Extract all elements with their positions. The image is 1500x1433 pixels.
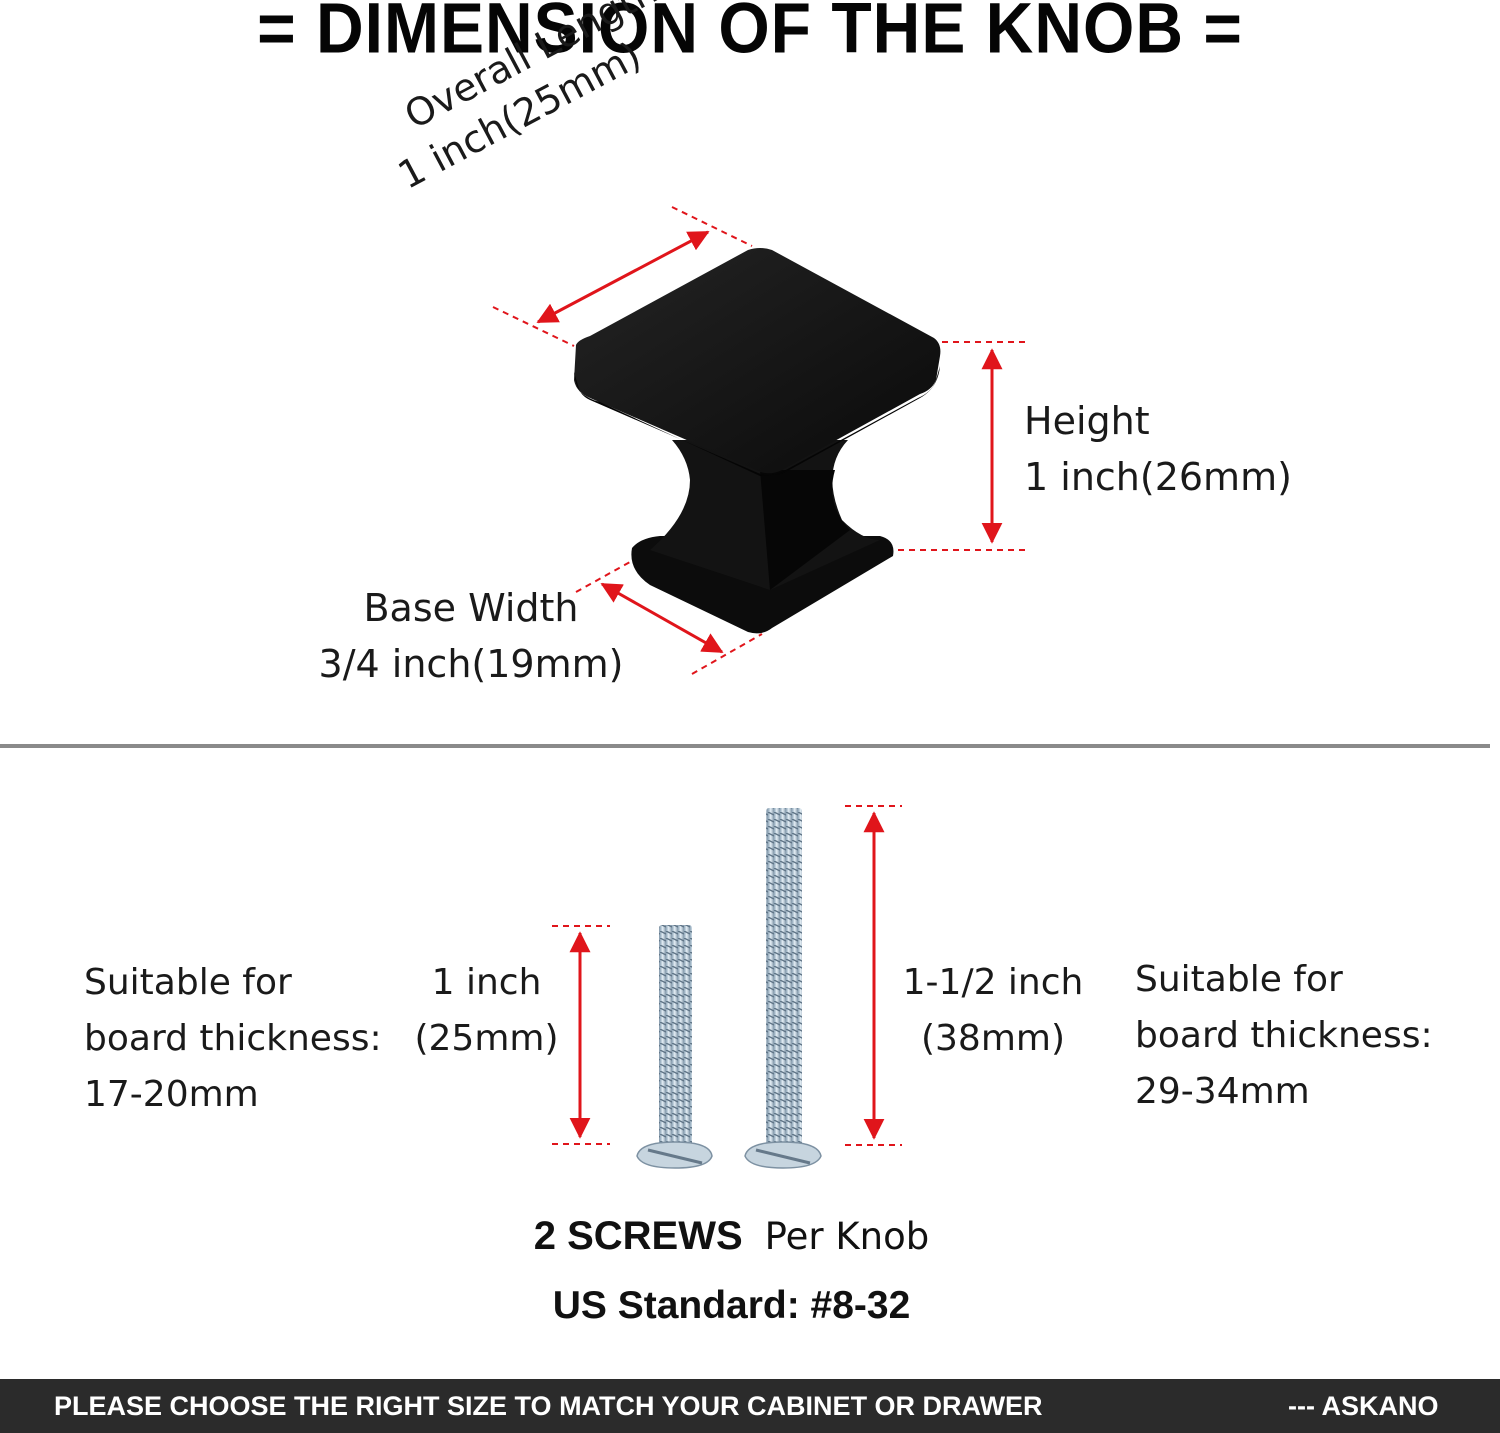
screw-count: 2 SCREWS xyxy=(533,1214,743,1258)
overall-length-dimension xyxy=(492,206,753,347)
long-suitable-line3: 29-34mm xyxy=(1135,1071,1310,1112)
overall-length-arrow xyxy=(536,230,710,324)
height-name: Height xyxy=(1024,399,1150,443)
long-screw-image xyxy=(744,808,822,1169)
short-length-inch: 1 inch xyxy=(431,962,542,1003)
short-suitable-line3: 17-20mm xyxy=(84,1074,259,1115)
screw-standard: US Standard: #8-32 xyxy=(552,1284,911,1327)
section-divider xyxy=(0,744,1490,748)
long-screw-suitability: Suitable for board thickness: 29-34mm xyxy=(1135,952,1433,1120)
footer-banner: PLEASE CHOOSE THE RIGHT SIZE TO MATCH YO… xyxy=(0,1379,1500,1433)
knob-top xyxy=(574,248,941,474)
short-screw-suitability: Suitable for board thickness: 17-20mm xyxy=(84,955,382,1123)
long-screw-length-label: 1-1/2 inch (38mm) xyxy=(898,955,1088,1067)
short-length-mm: (25mm) xyxy=(414,1018,559,1059)
knob-image xyxy=(574,248,941,634)
long-suitable-line2: board thickness: xyxy=(1135,1015,1433,1056)
screw-count-line: 2 SCREWS Per Knob xyxy=(0,1208,1463,1265)
short-suitable-line2: board thickness: xyxy=(84,1018,382,1059)
base-width-dimension xyxy=(575,561,763,675)
base-width-arrow xyxy=(600,582,724,654)
footer-message: PLEASE CHOOSE THE RIGHT SIZE TO MATCH YO… xyxy=(54,1391,1043,1421)
base-width-value: 3/4 inch(19mm) xyxy=(318,642,624,686)
short-suitable-line1: Suitable for xyxy=(84,962,292,1003)
short-screw-image xyxy=(636,925,713,1169)
height-dimension xyxy=(898,341,1028,551)
long-length-inch: 1-1/2 inch xyxy=(902,962,1084,1003)
short-screw-dimension xyxy=(552,925,610,1145)
page-title: = DIMENSION OF THE KNOB = xyxy=(257,0,1243,68)
short-screw-length-label: 1 inch (25mm) xyxy=(404,955,569,1067)
long-length-mm: (38mm) xyxy=(920,1018,1066,1059)
height-label: Height 1 inch(26mm) xyxy=(1024,393,1292,505)
long-screw-dimension xyxy=(845,805,902,1146)
footer-brand: --- ASKANO xyxy=(1288,1391,1439,1421)
height-value: 1 inch(26mm) xyxy=(1024,455,1292,499)
long-suitable-line1: Suitable for xyxy=(1135,959,1343,1000)
base-width-name: Base Width xyxy=(363,586,579,630)
base-width-label: Base Width 3/4 inch(19mm) xyxy=(316,580,626,692)
screw-count-suffix: Per Knob xyxy=(764,1215,930,1258)
